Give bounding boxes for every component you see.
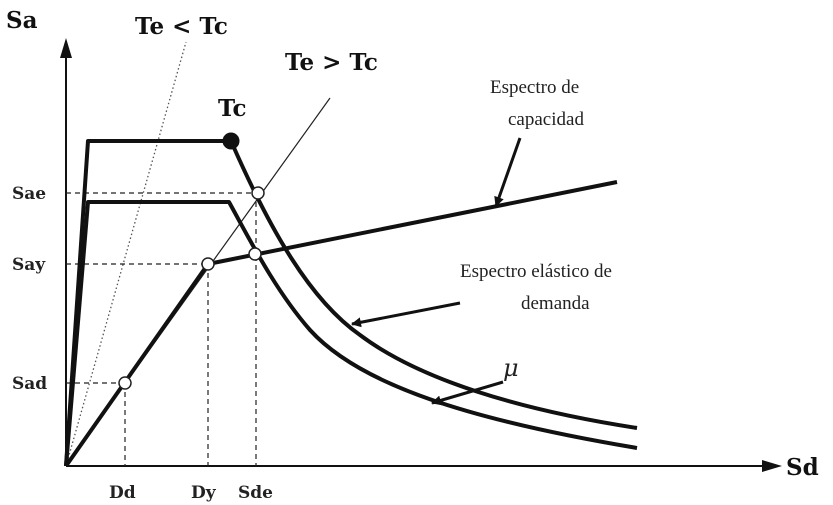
capacity-spectrum <box>64 180 618 468</box>
inelastic-demand-spectrum <box>64 200 638 467</box>
yield-point <box>201 257 215 271</box>
demand-annotation-line1: Espectro elástico de <box>460 261 612 282</box>
x-tick-sde: Sde <box>238 483 273 503</box>
capacity-annotation-line1: Espectro de <box>490 77 579 98</box>
tc-point <box>222 132 240 150</box>
sad-point <box>118 376 132 390</box>
te-lt-tc-label: Te < Tc <box>135 13 228 40</box>
y-tick-say: Say <box>12 255 46 275</box>
mu-arrow <box>431 380 504 406</box>
x-tick-dd: Dd <box>109 483 136 503</box>
te-lt-tc-line <box>65 41 187 467</box>
demand-annotation-line2: demanda <box>521 293 590 314</box>
capacity-annotation-line2: capacidad <box>508 109 584 130</box>
x-tick-dy: Dy <box>191 483 217 503</box>
y-tick-sad: Sad <box>12 374 47 394</box>
y-tick-sae: Sae <box>12 184 46 204</box>
capacity-arrow <box>494 137 522 207</box>
demand-arrow <box>351 301 461 328</box>
x-axis-arrow <box>762 460 782 472</box>
x-axis-label: Sd <box>786 454 819 481</box>
te-gt-tc-label: Te > Tc <box>285 49 378 76</box>
mu-annotation: μ <box>503 354 519 382</box>
sae-point <box>251 186 265 200</box>
tc-label: Tc <box>218 95 246 122</box>
performance-point <box>248 247 262 261</box>
y-axis-arrow <box>60 38 72 58</box>
y-axis-label: Sa <box>6 7 38 34</box>
